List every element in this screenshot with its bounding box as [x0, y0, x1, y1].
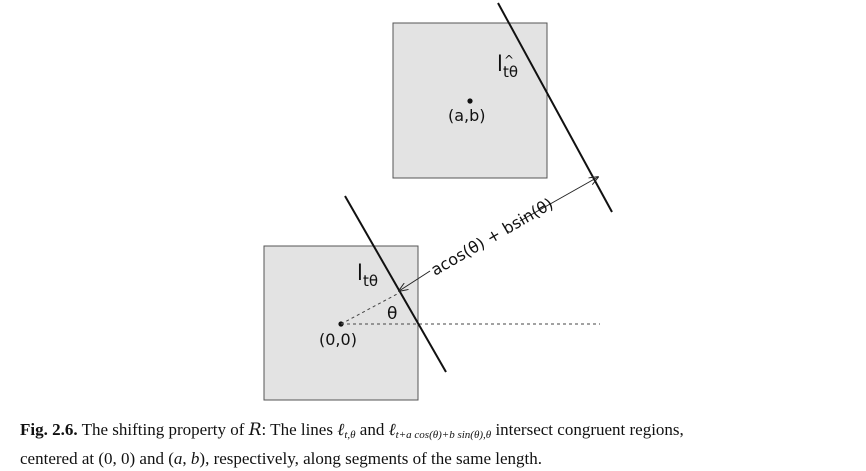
line-original	[344, 195, 447, 373]
angle-theta-label: θ	[387, 304, 397, 324]
distance-arrow	[519, 177, 598, 222]
perpendicular-dashed	[340, 292, 400, 325]
caption-text-4: centered at	[20, 449, 95, 468]
caption-line-1-sub: t,θ	[344, 429, 356, 441]
caption-line-2-sub: t+a cos(θ)+b sin(θ),θ	[395, 429, 492, 441]
caption-center-1: (0, 0)	[98, 449, 136, 468]
caption-line-1-symbol: ℓ	[337, 420, 345, 439]
caption-text-3: intersect congruent regions,	[495, 420, 684, 439]
caption-center-2: (a, b)	[168, 449, 205, 468]
caption-center-2-close: )	[199, 449, 206, 468]
caption-calligraphic-r: R	[248, 420, 262, 440]
caption-center-2-b: b	[190, 449, 200, 468]
distance-arrow-back	[399, 270, 431, 291]
caption-line-2-symbol: ℓ	[388, 420, 396, 439]
caption-text-and-2: and	[139, 449, 164, 468]
caption-text-and: and	[359, 420, 385, 439]
line-original-label: l	[357, 261, 363, 285]
caption-text-5: , respectively, along segments of the sa…	[205, 449, 542, 468]
shifting-property-figure: (a,b) l ^ tθ (0,0) θ l tθ acos(θ) + bsin…	[263, 2, 613, 401]
line-shifted-label-sub: tθ	[503, 63, 518, 81]
caption-center-2-open: (	[168, 449, 174, 468]
caption-figure-number: Fig. 2.6.	[20, 420, 78, 439]
center-label-origin: (0,0)	[319, 330, 357, 349]
caption-center-2-comma: ,	[182, 449, 191, 468]
center-point-ab	[467, 98, 473, 104]
line-shifted-label: l	[497, 52, 503, 76]
caption-text-1: The shifting property of	[81, 420, 245, 439]
figure-caption: Fig. 2.6. The shifting property of R: Th…	[20, 418, 860, 471]
line-original-label-sub: tθ	[363, 272, 378, 290]
distance-label: acos(θ) + bsin(θ)	[428, 194, 557, 279]
caption-text-2: : The lines	[261, 420, 333, 439]
line-shifted-hat: ^	[504, 53, 514, 67]
caption-center-2-a: a	[173, 449, 183, 468]
center-label-ab: (a,b)	[448, 106, 486, 125]
